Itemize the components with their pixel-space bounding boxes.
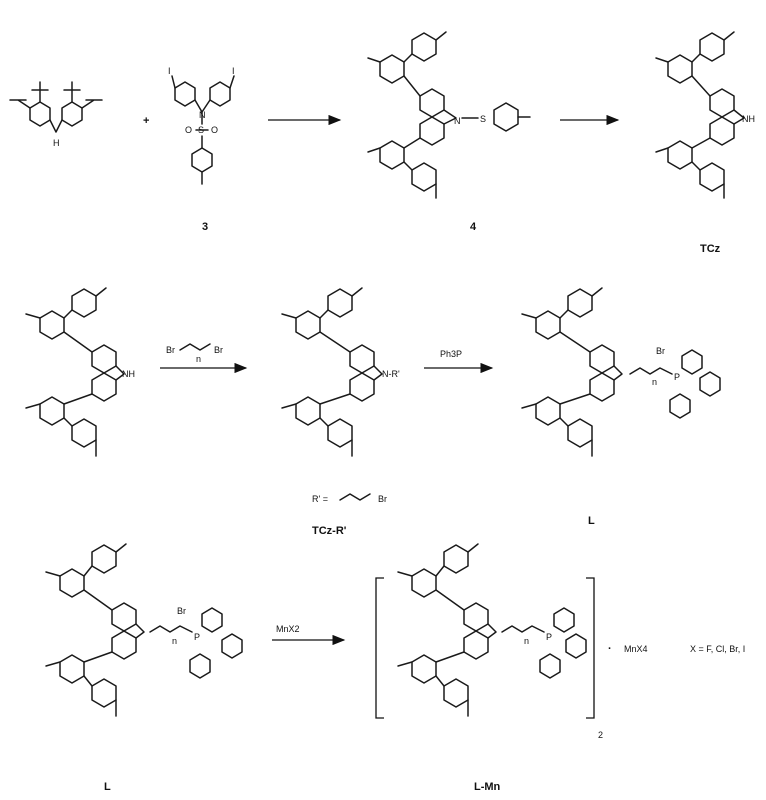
anion-mnx4: MnX4 [624, 644, 648, 654]
compound-l-row3-label: L [104, 781, 111, 793]
tcz-row2-structure [25, 287, 125, 457]
compound-3-label: 3 [202, 221, 208, 233]
iodo-right: I [232, 66, 235, 76]
nh-label-tcz: NH [742, 114, 755, 124]
reagent1-br-right: Br [214, 345, 223, 355]
s-label-4: S [480, 114, 486, 124]
di-tert-butyl-carbazole [9, 81, 103, 133]
n-label-4: N [454, 116, 461, 126]
compound-lmn-label: L-Mn [474, 781, 501, 793]
br-minus-l: Br [656, 346, 665, 356]
bracket-right [586, 577, 595, 719]
l-mn-structure [397, 543, 587, 717]
n-sub-row3: n [172, 636, 177, 646]
ligand-l-row3-structure [45, 543, 243, 717]
reagent2-label: Ph3P [440, 349, 462, 359]
compound-3-structure [171, 75, 235, 185]
tczr-structure [281, 287, 383, 457]
ligand-l-structure [521, 287, 721, 457]
n-sub-l: n [652, 377, 657, 387]
plus-sign: + [143, 115, 149, 127]
o-label-3b: O [211, 125, 218, 135]
n-sub-lmn: n [524, 636, 529, 646]
bracket-left [375, 577, 384, 719]
tcz-structure [655, 31, 745, 199]
n-label-3: N [199, 110, 206, 120]
o-label-3a: O [185, 125, 192, 135]
subscript-2: 2 [598, 730, 603, 740]
compound-tcz-label: TCz [700, 243, 721, 255]
r-def-br: Br [378, 494, 387, 504]
p-plus-l: P [674, 372, 680, 382]
reagent1-chain [179, 343, 211, 351]
iodo-left: I [168, 66, 171, 76]
compound-tczr-label: TCz-R' [312, 525, 347, 537]
p-plus-row3: P [194, 632, 200, 642]
br-minus-row3: Br [177, 606, 186, 616]
r-def-label: R' = [312, 494, 328, 504]
p-plus-lmn: P [546, 632, 552, 642]
compound-4-label: 4 [470, 221, 477, 233]
halides-label: X = F, Cl, Br, I [690, 644, 745, 654]
nr-label: N-R' [382, 369, 400, 379]
compound-l-label: L [588, 515, 595, 527]
reagent1-br-left: Br [166, 345, 175, 355]
s-label-3: S [198, 125, 204, 135]
reagent-mnx2: MnX2 [276, 624, 300, 634]
compound-4-structure [367, 31, 531, 199]
reagent1-n: n [196, 354, 201, 364]
r-def-chain [339, 493, 371, 501]
dot: · [608, 643, 612, 655]
nh-label: H [53, 138, 60, 148]
nh-label-row2: NH [122, 369, 135, 379]
